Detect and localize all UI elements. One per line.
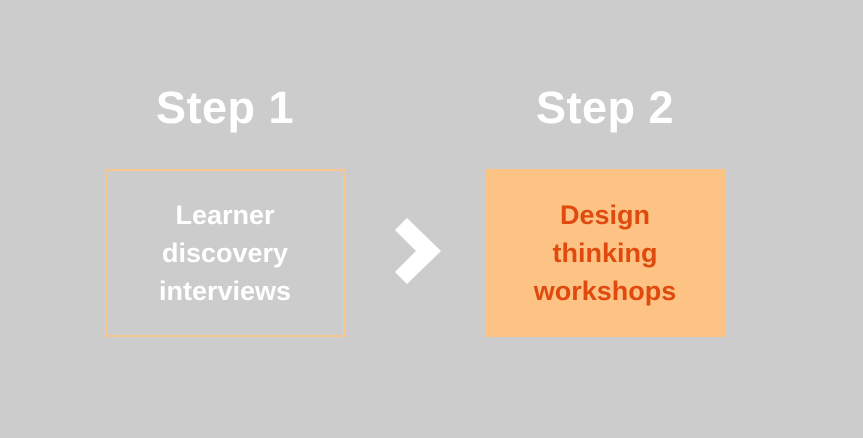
- step-2-box: Design thinking workshops: [485, 169, 725, 337]
- step-2-title: Step 2: [535, 82, 675, 133]
- chevron-right-icon: [395, 218, 441, 284]
- step-1-box: Learner discovery interviews: [105, 169, 345, 337]
- step-1-label: Learner discovery interviews: [158, 200, 292, 306]
- step-2-label: Design thinking workshops: [533, 200, 677, 306]
- step-1-title: Step 1: [155, 82, 295, 133]
